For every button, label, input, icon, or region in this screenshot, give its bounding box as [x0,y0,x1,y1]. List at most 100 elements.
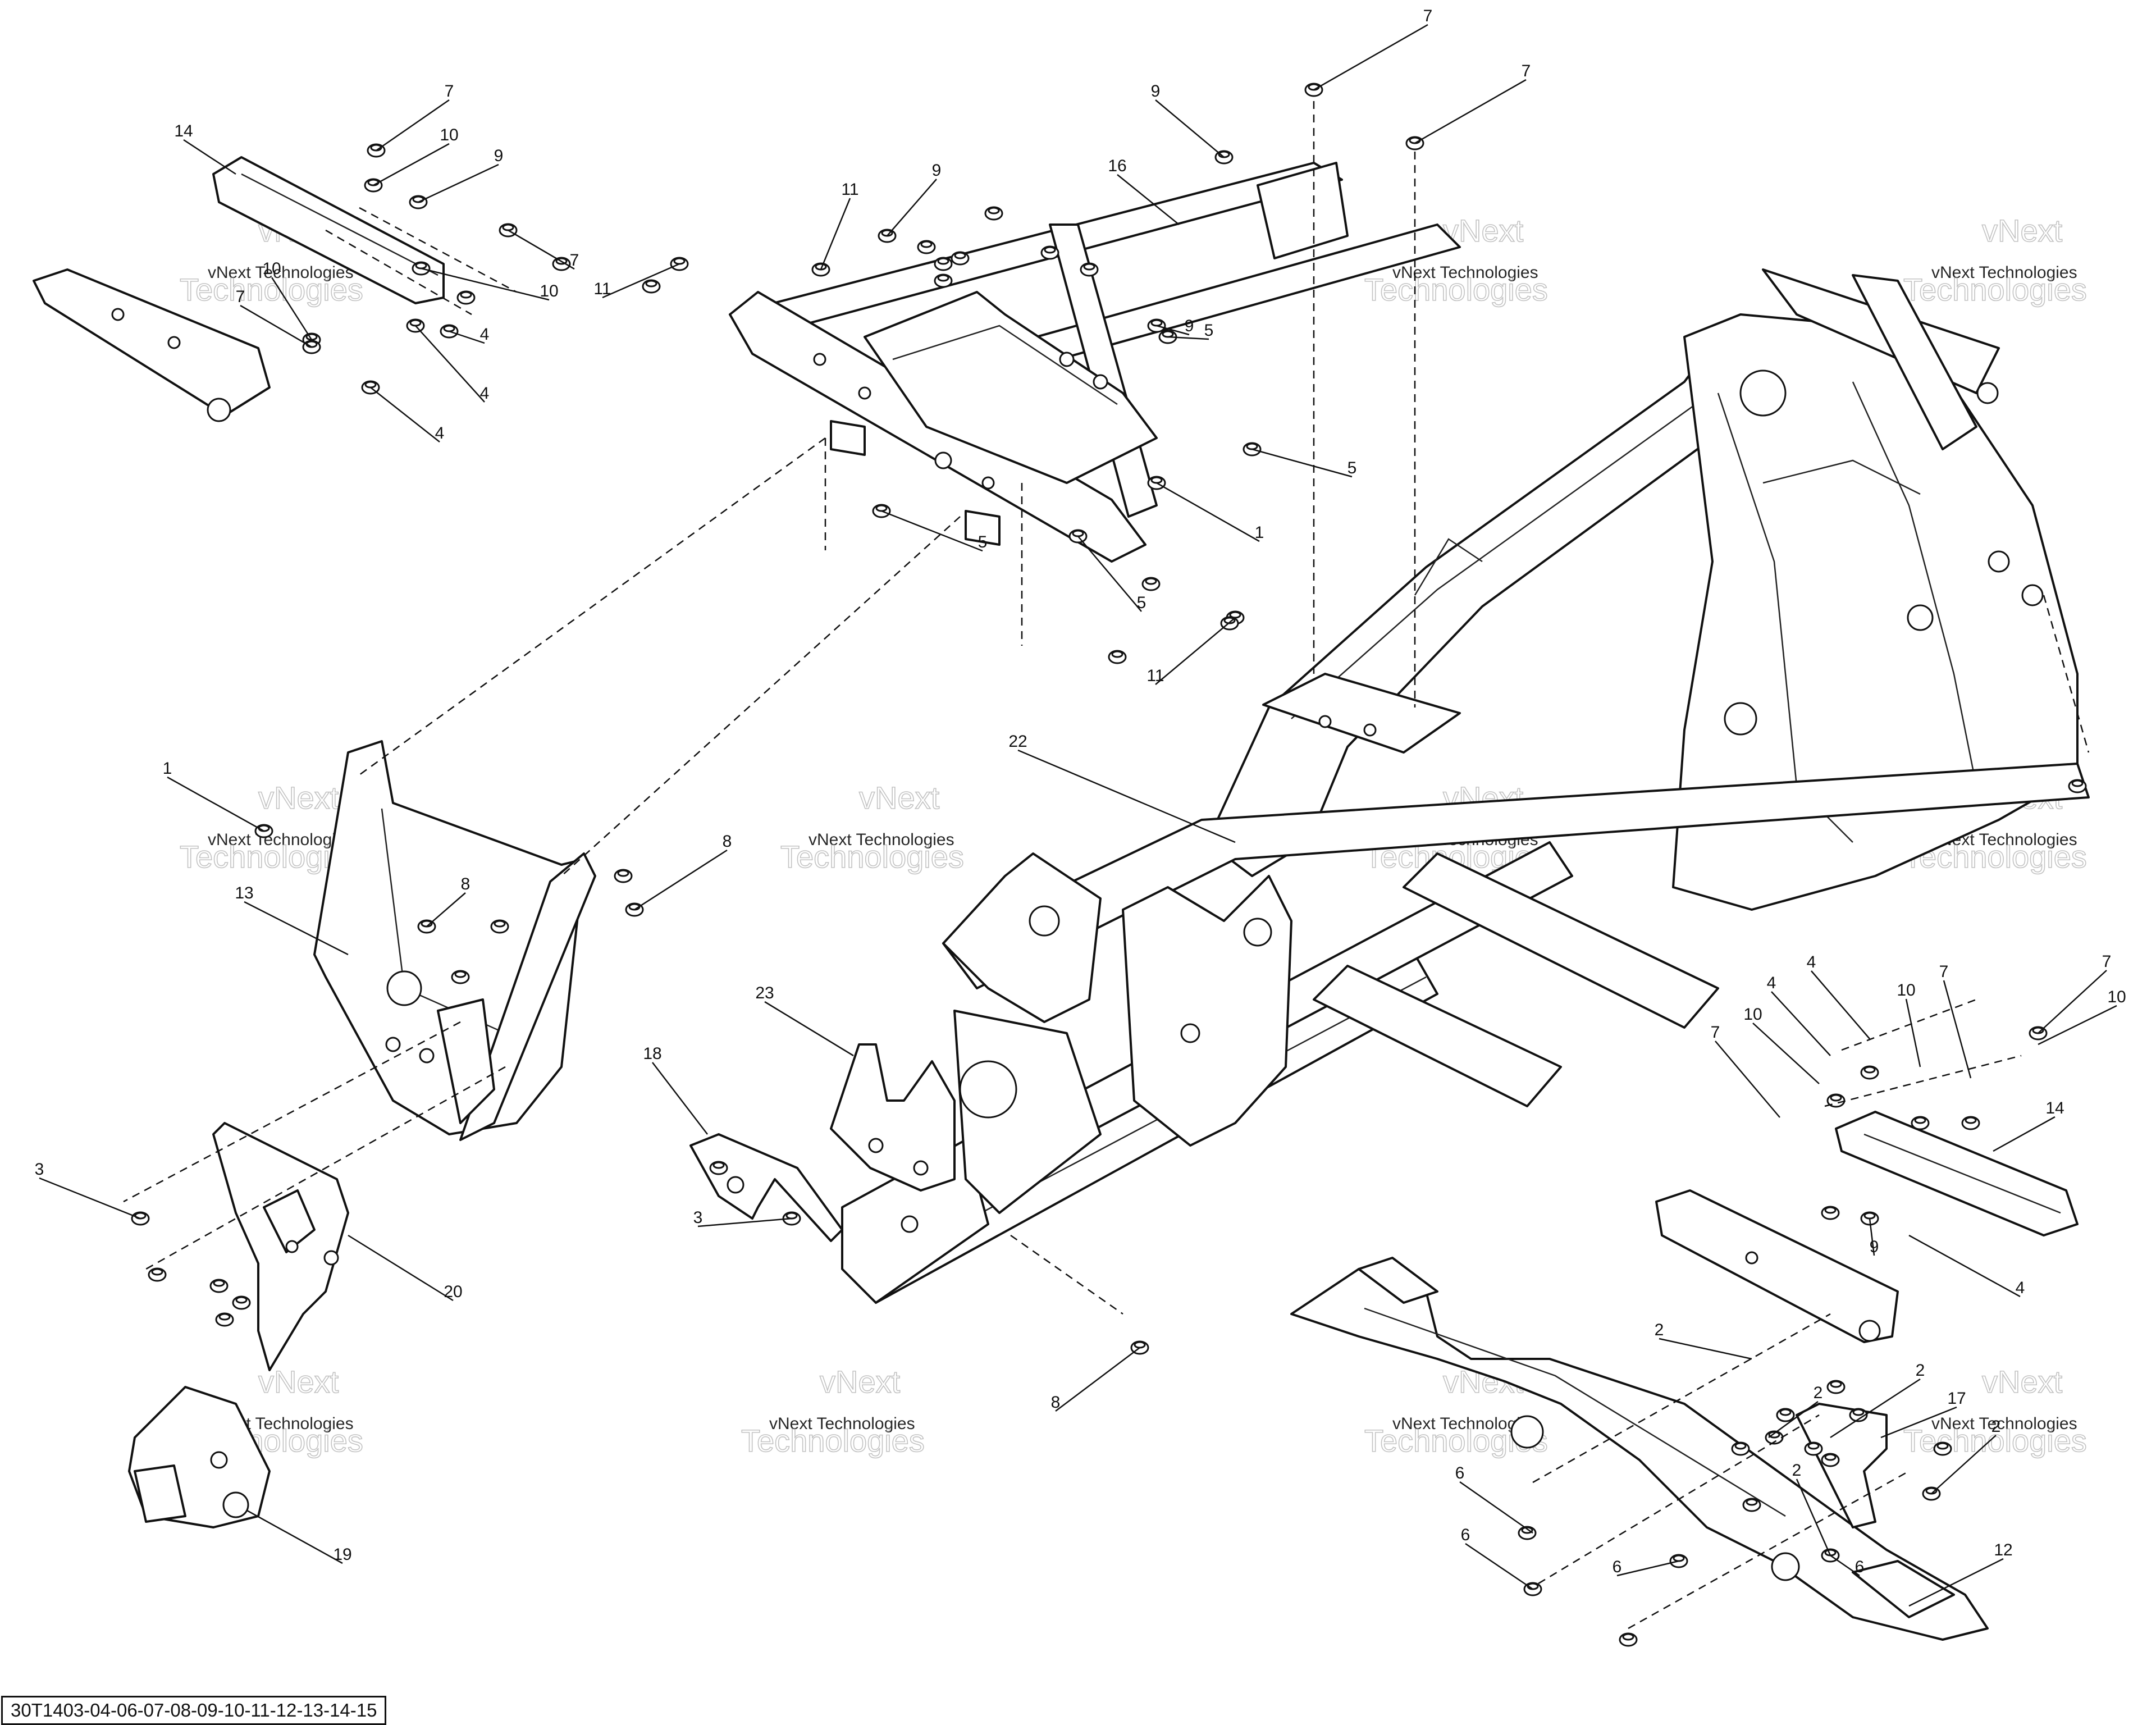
watermark-line1: vNext [258,780,339,815]
callout-14: 14 [174,122,236,175]
callout-number: 10 [440,126,458,144]
callout-6: 6 [1613,1558,1679,1577]
watermark-line2: vNext Technologies [1931,1414,2077,1433]
callout-2: 2 [1792,1461,1831,1556]
callout-3: 3 [693,1208,792,1227]
callout-number: 7 [236,288,245,306]
callout-11: 11 [593,263,680,299]
callout-number: 17 [1947,1389,1966,1408]
callout-7: 7 [236,288,312,348]
callout-number: 20 [444,1283,462,1301]
callout-9: 9 [1151,82,1225,158]
callout-20: 20 [348,1234,463,1302]
fastener [1933,1441,1952,1456]
callout-4: 4 [449,325,489,344]
callout-number: 9 [932,161,942,180]
callout-number: 7 [570,251,579,270]
callout-2: 2 [1830,1361,1925,1439]
callout-number: 9 [494,147,504,165]
fastener [209,1279,229,1293]
main-frame [841,268,2090,1304]
callout-number: 6 [1455,1464,1465,1482]
callout-number: 14 [2045,1099,2064,1117]
fastener [1860,1065,1879,1080]
callout-number: 4 [2016,1279,2025,1297]
callout-12: 12 [1908,1541,2013,1607]
callout-11: 11 [1146,617,1236,685]
callout-number: 23 [755,984,774,1002]
callout-9: 9 [1869,1218,1879,1256]
callout-4: 4 [415,325,490,403]
fastener [456,290,476,305]
callout-number: 3 [35,1160,44,1179]
fastener [1961,1116,1980,1130]
callout-number: 4 [1767,974,1776,992]
callout-number: 7 [1711,1023,1720,1042]
watermark-line1: vNext [859,780,940,815]
callout-5: 5 [1077,536,1146,612]
fastener [917,240,936,254]
callout-10: 10 [2038,988,2126,1046]
callout-number: 12 [1994,1541,2012,1559]
callout-number: 8 [461,875,471,893]
fastener [934,273,953,288]
watermark-line1: vNext [1982,213,2063,248]
fastener [451,970,470,984]
callout-number: 5 [978,533,988,551]
callout-4: 4 [1908,1234,2025,1298]
fastener [1080,262,1099,277]
callout-number: 7 [445,82,454,101]
callout-9: 9 [887,161,941,236]
callout-number: 18 [643,1044,661,1063]
callout-8: 8 [426,875,471,927]
fastener [215,1312,234,1327]
watermark-line3: Technologies [1903,1423,2087,1458]
fastener [1405,136,1424,150]
callout-7: 7 [1313,7,1433,91]
watermark-line2: vNext Technologies [208,830,354,849]
callout-4: 4 [1807,953,1870,1039]
front-rail-upper [33,156,445,422]
callout-number: 4 [480,384,490,403]
watermark-line1: vNext [258,1364,339,1399]
callout-10: 10 [1897,981,1921,1067]
callout-number: 7 [1423,7,1433,25]
fastener [1776,1408,1795,1422]
fastener [782,1211,801,1226]
callout-number: 6 [1855,1558,1865,1576]
fastener [1911,1116,1930,1130]
callout-7: 7 [508,229,579,270]
callout-number: 13 [235,884,253,902]
callout-10: 10 [1743,1005,1820,1084]
callout-number: 4 [1807,953,1816,971]
fastener [1804,1441,1823,1456]
fastener [1826,1093,1846,1108]
fastener [1141,577,1161,591]
callout-1: 1 [1156,482,1264,542]
watermark-line2: vNext Technologies [769,1414,915,1433]
assembly-lines [123,101,2090,1630]
callout-number: 10 [2107,988,2126,1006]
callout-number: 4 [435,424,445,442]
skid-arm-12 [1290,1257,1989,1641]
watermark-line3: Technologies [180,272,363,307]
callout-number: 6 [1461,1526,1470,1544]
callout-number: 2 [1814,1384,1823,1402]
fastener [951,251,970,266]
callout-14: 14 [1993,1099,2064,1152]
fastener [1742,1498,1761,1512]
hitch-19 [128,1386,271,1528]
callout-number: 11 [1146,667,1164,685]
fastener [1040,245,1059,260]
callout-number: 10 [262,259,281,278]
callout-7: 7 [1939,962,1972,1079]
callout-3: 3 [35,1160,141,1220]
callout-7: 7 [376,82,454,152]
callout-number: 7 [1522,62,1531,80]
